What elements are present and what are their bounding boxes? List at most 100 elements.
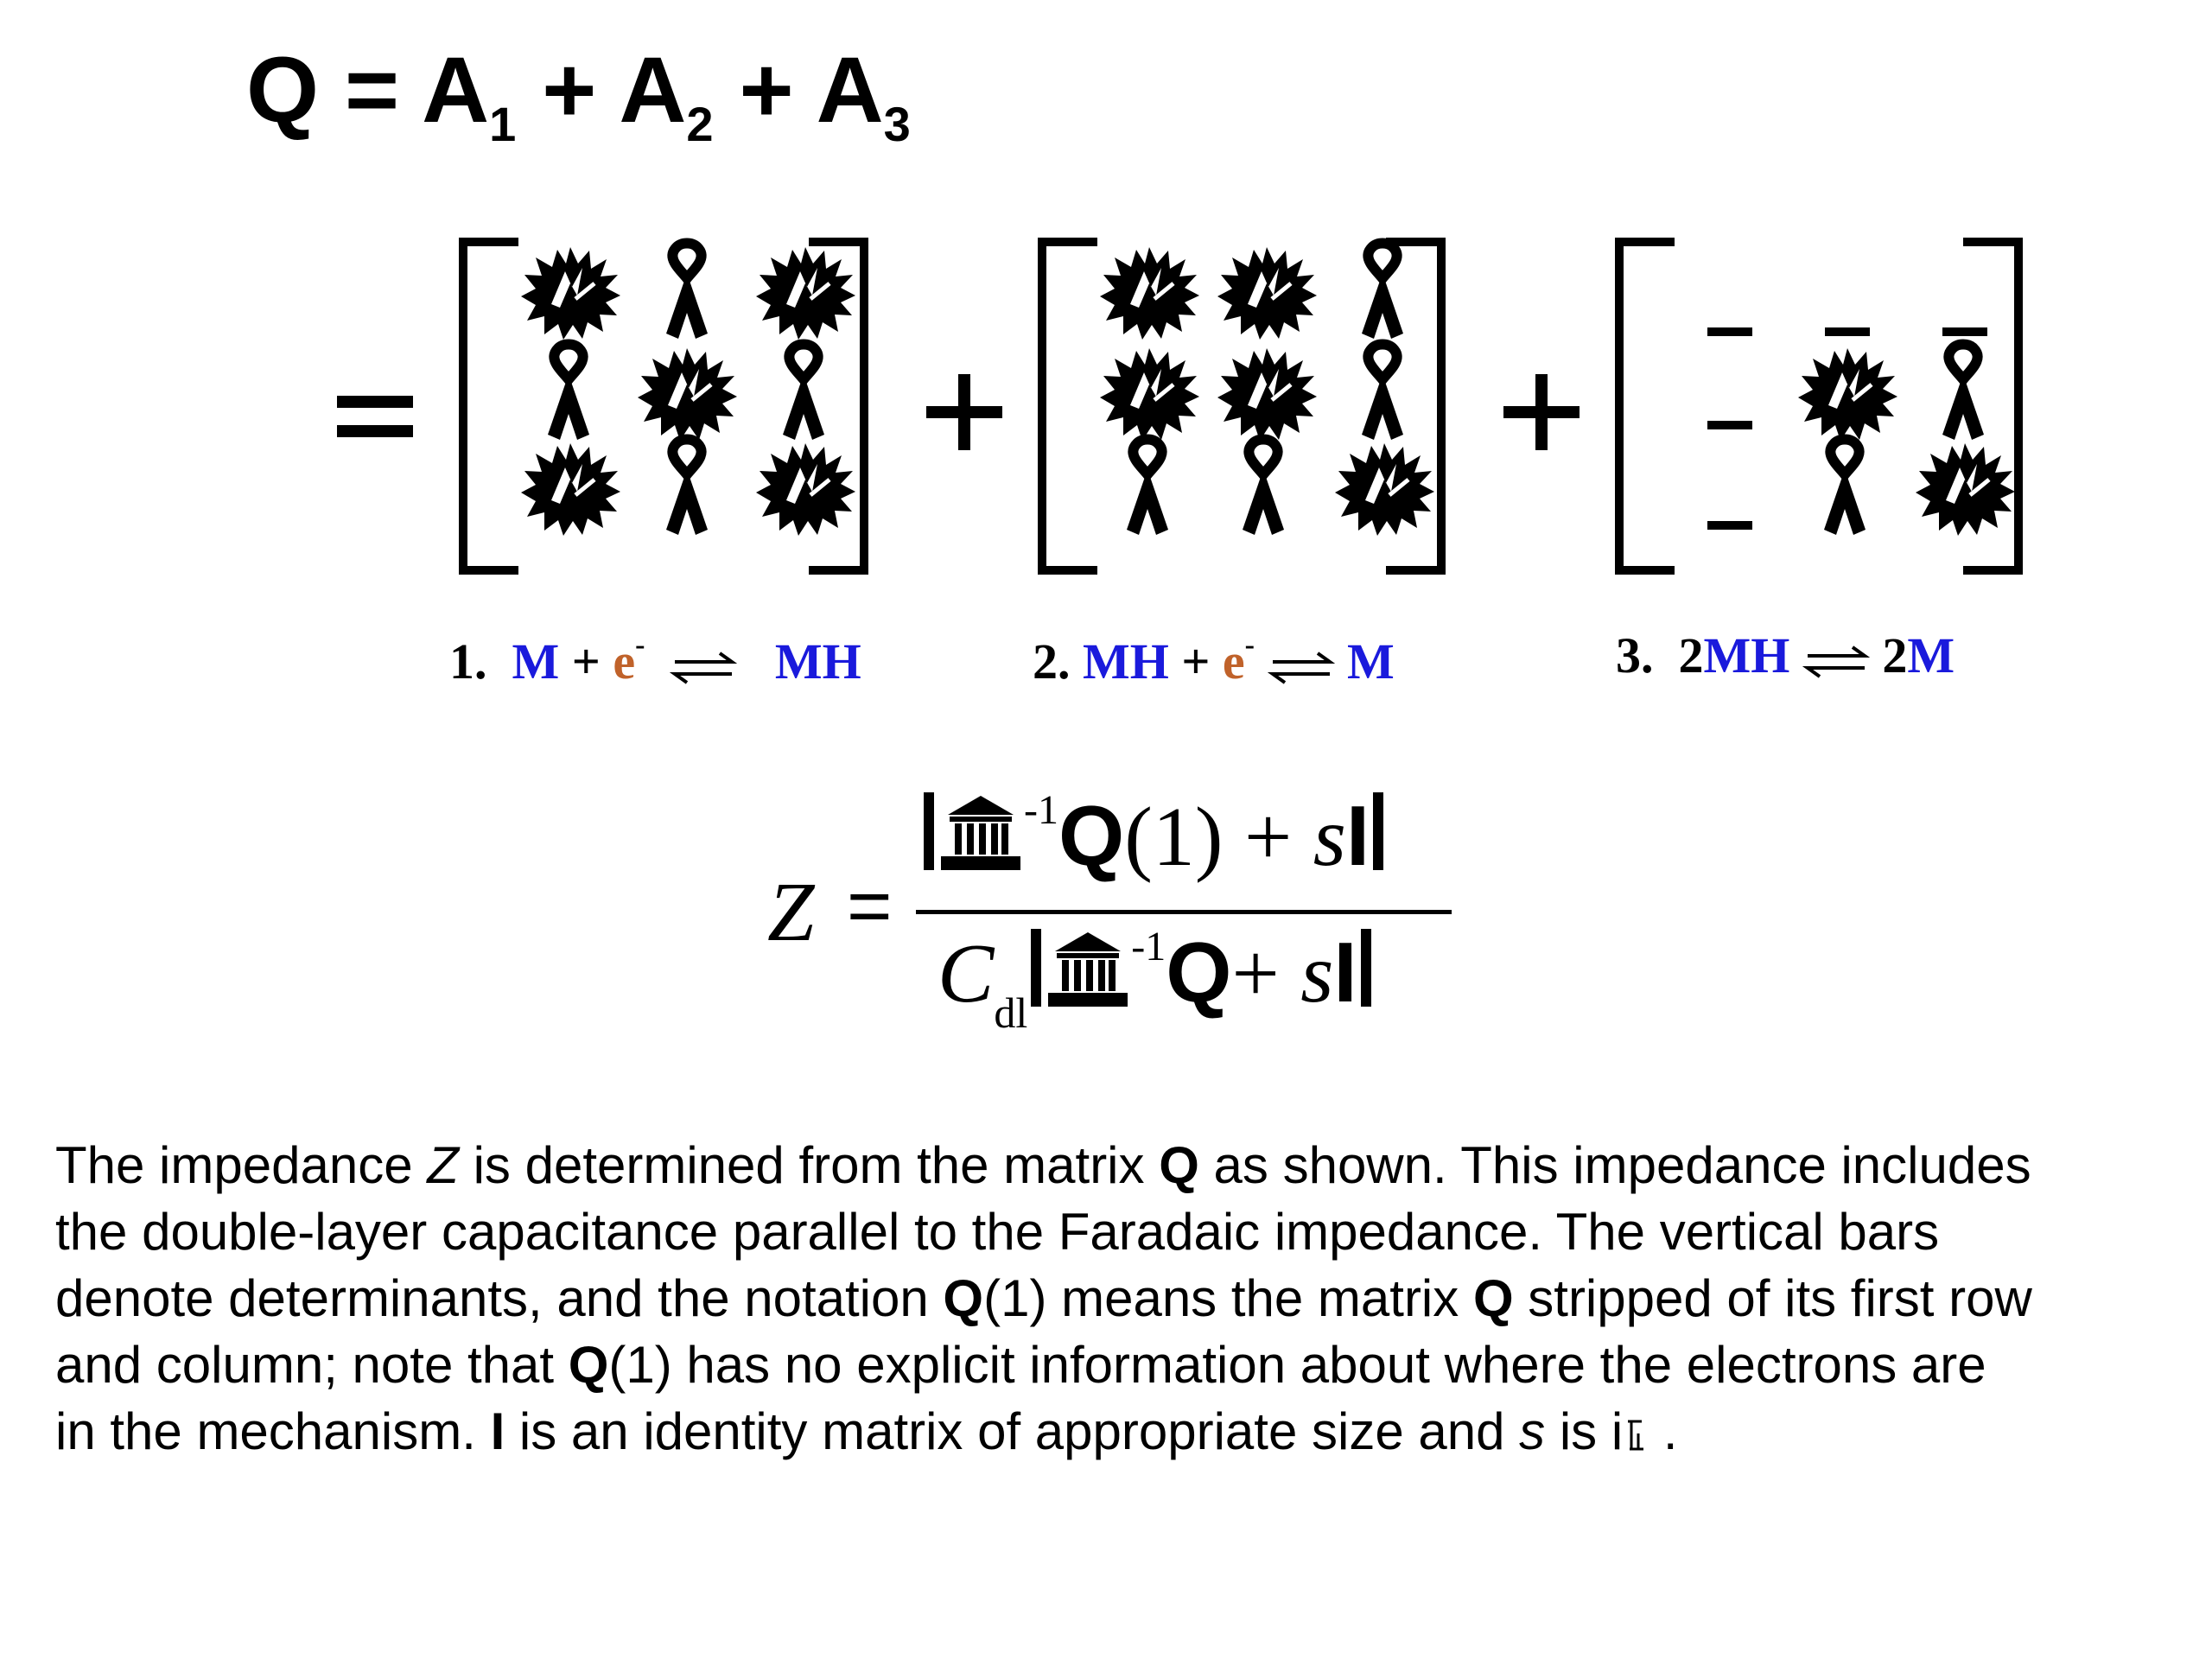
electron: e- bbox=[1222, 629, 1255, 690]
bracket-right-3 bbox=[1963, 238, 2023, 575]
term-a2: A bbox=[619, 37, 687, 142]
matrix-equals-bar bbox=[337, 396, 413, 408]
equilibrium-arrow-icon bbox=[670, 652, 738, 684]
lhs-q: Q bbox=[246, 37, 320, 142]
cell-ribbon-icon bbox=[1824, 440, 1866, 536]
cell-burst-icon bbox=[1100, 348, 1199, 441]
electron: e- bbox=[613, 629, 645, 690]
sub-1: 1 bbox=[489, 97, 517, 151]
identity-matrix: I bbox=[1345, 788, 1370, 883]
paragraph-line: in the mechanism. I is an identity matri… bbox=[55, 1402, 1678, 1460]
determinant-bar bbox=[924, 792, 934, 870]
matrix-equals-bar bbox=[337, 425, 413, 437]
plus: + bbox=[1231, 927, 1280, 1020]
paragraph-line: denote determinants, and the notation Q(… bbox=[55, 1269, 2032, 1327]
equals-sign: = bbox=[847, 863, 893, 950]
species: MH bbox=[1703, 627, 1790, 683]
matrix-3-cells bbox=[1707, 327, 2015, 536]
species: MH bbox=[1083, 633, 1169, 690]
cell-ribbon-icon bbox=[548, 345, 589, 441]
plus: + bbox=[571, 633, 601, 690]
description-paragraph: The impedance Z is determined from the m… bbox=[55, 1132, 2198, 1465]
s-symbol: s bbox=[1313, 791, 1346, 884]
sub-2: 2 bbox=[686, 97, 714, 151]
cell-burst-icon bbox=[521, 443, 620, 536]
cell-burst-icon bbox=[756, 443, 855, 536]
coefficient: 2 bbox=[1882, 627, 1908, 683]
denominator: Cdl-1Q+ sI bbox=[938, 923, 1375, 1037]
species: MH bbox=[774, 633, 861, 690]
reaction-3: 3. 2MH 2M bbox=[1616, 631, 1955, 681]
equilibrium-arrow-icon bbox=[1267, 652, 1335, 684]
equals-sign: = bbox=[345, 37, 400, 142]
cell-dash-icon bbox=[1707, 327, 1752, 336]
cell-burst-icon bbox=[1217, 247, 1317, 340]
sub-3: 3 bbox=[883, 97, 911, 151]
matrix-plus-icon bbox=[1535, 374, 1548, 450]
cell-dash-icon bbox=[1707, 521, 1752, 530]
species: M bbox=[512, 633, 560, 690]
fraction-line bbox=[916, 910, 1452, 914]
matrix-2-cells bbox=[1100, 244, 1434, 537]
cell-burst-icon bbox=[1217, 348, 1317, 441]
cell-ribbon-icon bbox=[666, 244, 708, 340]
paragraph-line: The impedance Z is determined from the m… bbox=[55, 1136, 2031, 1194]
argument: (1) bbox=[1124, 791, 1224, 884]
coefficient: 2 bbox=[1678, 627, 1704, 683]
capacitance-subscript: dl bbox=[994, 988, 1028, 1037]
determinant-bar bbox=[1031, 929, 1042, 1007]
cell-ribbon-icon bbox=[1942, 345, 1984, 441]
bracket-right-1 bbox=[809, 238, 868, 575]
cell-dash-icon bbox=[1825, 327, 1870, 336]
reaction-1: 1. M + e- MH bbox=[449, 631, 861, 687]
reaction-2: 2. MH + e- M bbox=[1033, 631, 1395, 687]
cell-ribbon-icon bbox=[783, 345, 824, 441]
term-a1: A bbox=[422, 37, 490, 142]
bracket-left-1 bbox=[459, 238, 518, 575]
matrix-sum bbox=[337, 238, 2023, 575]
impedance-formula: Z = -1Q(1) + sI Cdl-1Q+ sI bbox=[752, 778, 1478, 1037]
term-a3: A bbox=[816, 37, 884, 142]
paragraph-line: the double-layer capacitance parallel to… bbox=[55, 1203, 1940, 1261]
bracket-left-3 bbox=[1615, 238, 1675, 575]
matrix-1-cells bbox=[521, 244, 855, 537]
header-equation: Q = A1 + A2 + A3 bbox=[246, 43, 911, 149]
reaction-number: 2. bbox=[1033, 633, 1071, 690]
cell-burst-icon bbox=[756, 247, 855, 340]
omega-placeholder-icon bbox=[1628, 1420, 1644, 1451]
numerator: -1Q(1) + sI bbox=[920, 786, 1387, 890]
cell-ribbon-icon bbox=[1127, 440, 1168, 536]
matrix-q: Q bbox=[1166, 925, 1232, 1020]
cell-burst-icon bbox=[1798, 348, 1897, 441]
paragraph-line: and column; note that Q(1) has no explic… bbox=[55, 1336, 1986, 1394]
z-symbol: Z bbox=[767, 866, 815, 959]
plus: + bbox=[1244, 791, 1293, 884]
matrix-q: Q bbox=[1058, 788, 1125, 883]
inverse-exponent: -1 bbox=[1131, 924, 1166, 969]
capacitance-symbol: C bbox=[938, 927, 995, 1020]
cell-ribbon-icon bbox=[666, 440, 708, 536]
cell-burst-icon bbox=[638, 348, 737, 441]
reaction-number: 3. bbox=[1616, 627, 1654, 683]
plus-sign: + bbox=[739, 37, 794, 142]
cell-burst-icon bbox=[1100, 247, 1199, 340]
cell-ribbon-icon bbox=[1362, 244, 1403, 340]
cell-burst-icon bbox=[521, 247, 620, 340]
s-symbol: s bbox=[1300, 927, 1334, 1020]
determinant-bar bbox=[1360, 929, 1371, 1007]
inverse-exponent: -1 bbox=[1024, 787, 1058, 833]
cell-dash-icon bbox=[1707, 421, 1752, 429]
species: M bbox=[1347, 633, 1395, 690]
cell-burst-icon bbox=[1916, 443, 2015, 536]
plus: + bbox=[1181, 633, 1211, 690]
determinant-bar bbox=[1373, 792, 1384, 870]
cell-ribbon-icon bbox=[1243, 440, 1284, 536]
reaction-number: 1. bbox=[449, 633, 487, 690]
plus-sign: + bbox=[542, 37, 597, 142]
cell-ribbon-icon bbox=[1362, 345, 1403, 441]
matrix-placeholder-icon bbox=[1048, 932, 1128, 1007]
bracket-right-2 bbox=[1386, 238, 1446, 575]
bracket-left-2 bbox=[1038, 238, 1097, 575]
matrix-placeholder-icon bbox=[941, 796, 1020, 870]
cell-dash-icon bbox=[1942, 327, 1987, 336]
